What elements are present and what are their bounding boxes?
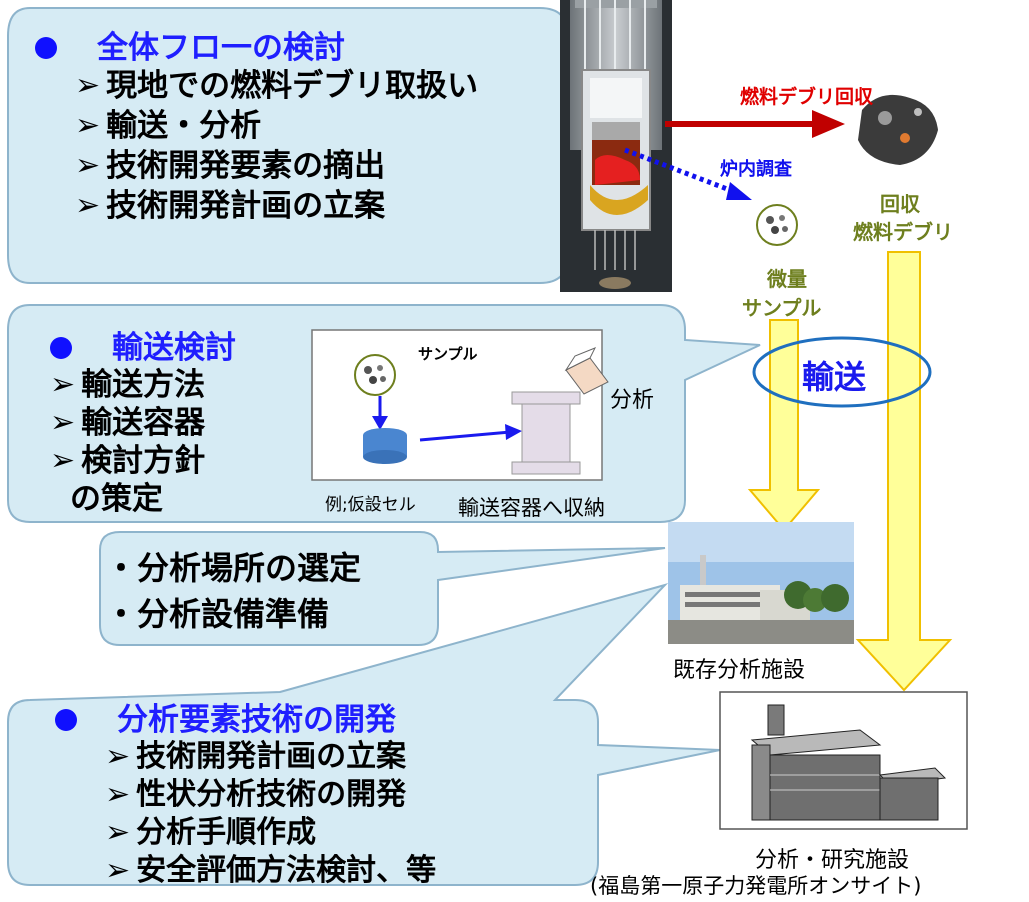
- research-facility-sketch: [719, 691, 968, 830]
- list-item: ➢分析手順作成: [105, 815, 317, 850]
- in-reactor-label: 炉内調査: [720, 159, 792, 180]
- list-item: ・分析場所の選定: [105, 549, 362, 587]
- transport-arrow-sample: [747, 319, 821, 532]
- inset-sample-label: サンプル: [418, 345, 478, 363]
- arrow-bullet-icon: ➢: [75, 108, 101, 143]
- list-item: ➢技術開発要素の摘出: [75, 148, 386, 184]
- trace-sample-label-2: サンプル: [742, 296, 822, 320]
- inset-analysis-label: 分析: [610, 388, 655, 413]
- overall-flow-title: 全体フロ一の検討: [97, 30, 345, 66]
- arrow-bullet-icon: ➢: [50, 405, 76, 440]
- recovered-debris-icon: [858, 94, 938, 165]
- arrow-bullet-icon: ➢: [105, 739, 131, 774]
- bullet-icon: [50, 337, 72, 359]
- existing-facility-photo: [668, 522, 854, 644]
- reactor-image: [560, 0, 672, 292]
- recovered-debris-label-1: 回収: [880, 192, 920, 216]
- arrow-bullet-icon: ➢: [75, 188, 101, 223]
- bullet-icon: [55, 709, 77, 731]
- transport-sketch-inset: [311, 329, 609, 481]
- list-item: ➢性状分析技術の開発: [105, 777, 407, 812]
- arrow-bullet-icon: ➢: [105, 815, 131, 850]
- research-facility-label: 分析・研究施設: [755, 848, 910, 873]
- arrow-bullet-icon: ➢: [105, 853, 131, 888]
- transport-study-title: 輸送検討: [112, 330, 236, 366]
- recovered-debris-label-2: 燃料デブリ: [853, 220, 953, 244]
- callout2-text: 輸送検討 ➢輸送方法 ➢輸送容器 ➢検討方針 の策定: [50, 330, 236, 518]
- existing-facility-label: 既存分析施設: [673, 658, 806, 683]
- analysis-tech-title: 分析要素技術の開発: [117, 702, 396, 738]
- trace-sample-label-1: 微量: [767, 267, 807, 291]
- bullet-icon: [35, 37, 57, 59]
- trace-sample-icon: [756, 204, 798, 246]
- transport-arrow-debris: [855, 251, 953, 692]
- list-item: ➢技術開発計画の立案: [105, 739, 407, 774]
- inset-caption: 輸送容器へ収納: [458, 496, 605, 520]
- list-item: ➢輸送方法: [50, 367, 206, 403]
- callout4-text: 分析要素技術の開発 ➢技術開発計画の立案 ➢性状分析技術の開発 ➢分析手順作成 …: [55, 702, 436, 890]
- list-item: ➢輸送容器: [50, 405, 206, 441]
- research-facility-sublabel: (福島第一原子力発電所オンサイト): [590, 874, 922, 898]
- arrow-bullet-icon: ➢: [75, 68, 101, 103]
- list-item: ・分析設備準備: [105, 595, 330, 633]
- transport-label: 輸送: [802, 358, 867, 396]
- debris-recovery-label: 燃料デブリ回収: [740, 86, 874, 108]
- arrow-bullet-icon: ➢: [50, 443, 76, 478]
- list-item: ➢安全評価方法検討、等: [105, 853, 437, 888]
- in-reactor-investigation-arrow: [624, 147, 752, 200]
- list-item-continued: の策定: [70, 481, 163, 517]
- transport-ellipse: [752, 336, 932, 408]
- debris-recovery-arrow: [665, 110, 845, 138]
- arrow-bullet-icon: ➢: [50, 367, 76, 402]
- list-item: ➢検討方針: [50, 443, 206, 479]
- arrow-bullet-icon: ➢: [75, 148, 101, 183]
- callout1-text: 全体フロ一の検討 ➢現地での燃料デブリ取扱い ➢輸送・分析 ➢技術開発要素の摘出…: [35, 30, 478, 226]
- list-item: ➢輸送・分析: [75, 108, 262, 144]
- list-item: ➢技術開発計画の立案: [75, 188, 386, 224]
- arrow-bullet-icon: ➢: [105, 777, 131, 812]
- inset-example-label: 例;仮設セル: [325, 495, 416, 515]
- callout-site-selection: [99, 531, 666, 646]
- callout3-text: ・分析場所の選定 ・分析設備準備: [105, 545, 361, 637]
- callout-analysis-tech: [7, 583, 721, 886]
- list-item: ➢現地での燃料デブリ取扱い: [75, 68, 479, 104]
